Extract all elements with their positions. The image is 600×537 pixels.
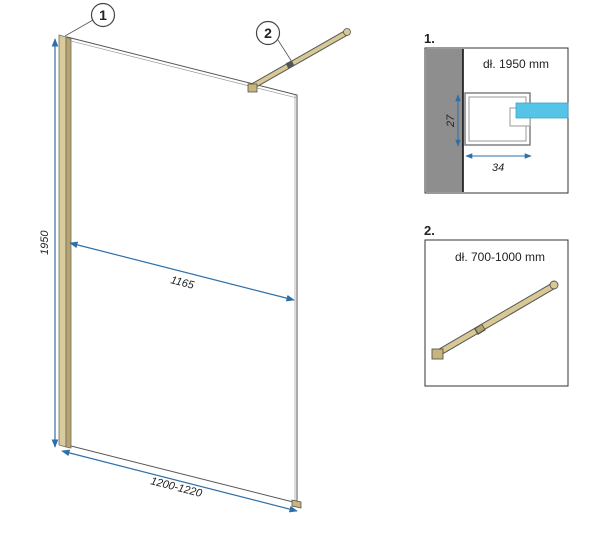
height-dimension: 1950 (39, 38, 59, 448)
callout-1-label: 1 (99, 7, 107, 23)
glass-panel (66, 36, 298, 504)
profile-width-label: 34 (492, 162, 504, 174)
detail-1-number: 1. (424, 31, 435, 46)
stabilizer-bar-detail (431, 280, 559, 360)
height-dimension-label: 1950 (39, 230, 51, 255)
detail-2-length: dł. 700-1000 mm (455, 250, 545, 264)
callout-2: 2 (255, 20, 293, 63)
glass-section (515, 102, 569, 119)
detail-1-length: dł. 1950 mm (483, 57, 549, 71)
detail-2-number: 2. (424, 223, 435, 238)
detail-1-box: 27 34 dł. 1950 mm (424, 47, 569, 194)
callout-1: 1 (64, 2, 116, 37)
total-width-dimension-label: 1200-1220 (149, 475, 204, 500)
floor-foot (291, 499, 302, 509)
stabilizer-bar (247, 28, 351, 93)
callout-2-label: 2 (264, 25, 272, 41)
wall-profile (58, 34, 72, 449)
inner-width-dimension-label: 1165 (169, 274, 196, 292)
detail-2-box: dł. 700-1000 mm (424, 239, 569, 387)
inner-width-dimension: 1165 (69, 241, 295, 302)
profile-height-label: 27 (445, 114, 457, 128)
